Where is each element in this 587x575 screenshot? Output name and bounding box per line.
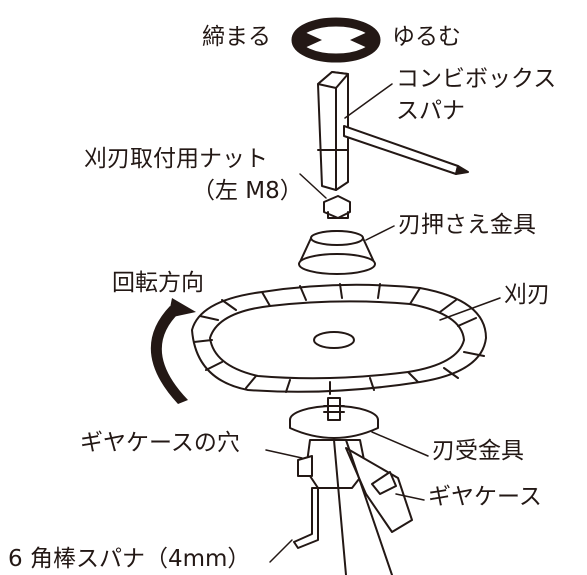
rotation-direction-arrow-icon [150,298,196,404]
combi-box-spanner-label-line1: コンビボックス [396,66,557,92]
blade-holder-label: 刃押さえ金具 [398,212,536,238]
blade-receiver [289,397,379,439]
tighten-label: 締まる [202,24,271,50]
blade-holder [298,230,376,275]
cutting-blade [191,283,487,395]
loosen-label: ゆるむ [392,24,461,50]
rotation-arrow-icon [291,17,381,63]
gear-case-label: ギヤケース [428,484,542,510]
blade-label: 刈刃 [504,282,550,308]
rotation-direction-label: 回転方向 [112,270,204,296]
hex-wrench-label: 6 角棒スパナ（4mm） [8,546,251,572]
blade-nut-label-line1: 刈刃取付用ナット [84,146,268,172]
blade-receiver-label: 刃受金具 [432,438,524,464]
gear-case-hole-label: ギヤケースの穴 [80,430,240,456]
combi-box-spanner-label-line2: スパナ [396,98,465,124]
combi-box-spanner [317,71,469,191]
blade-nut-label-line2: （左 M8） [192,178,303,204]
blade-nut [323,195,351,219]
hex-wrench [293,487,319,549]
